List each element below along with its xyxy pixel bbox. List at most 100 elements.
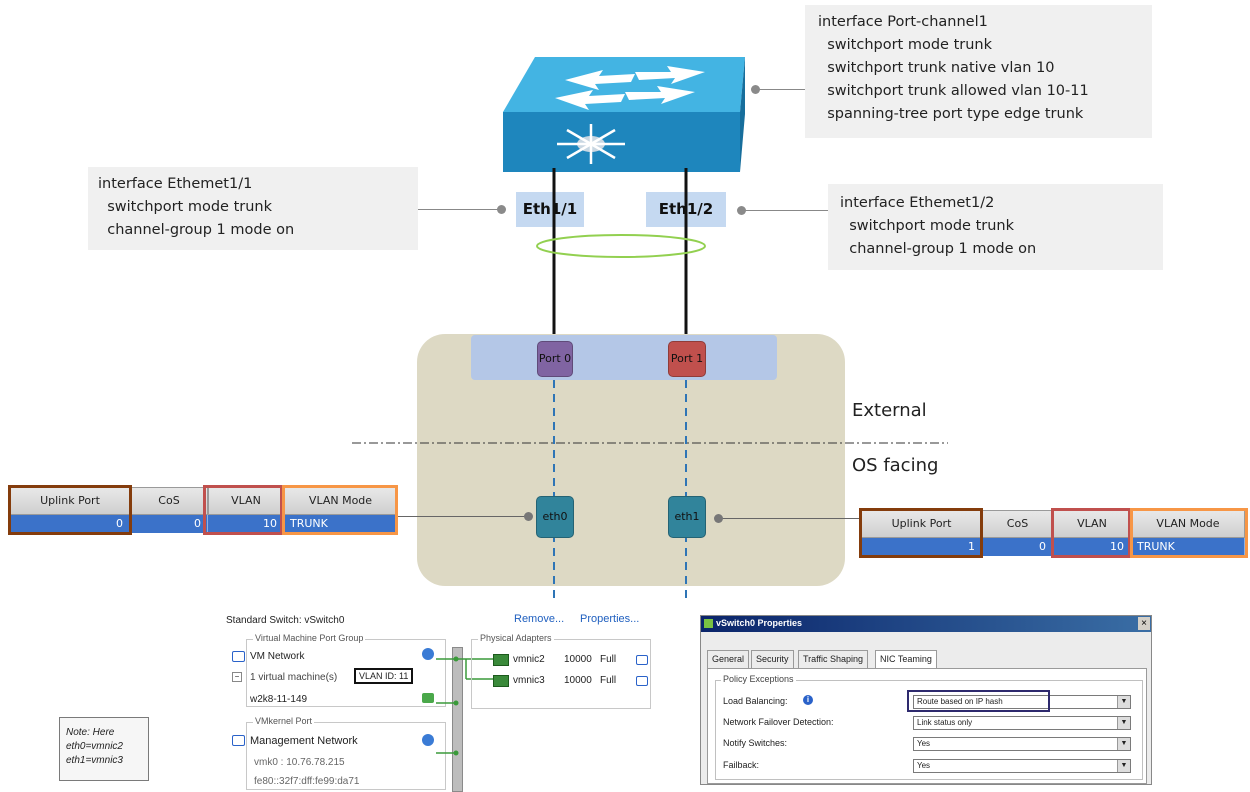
vm-port-group: Virtual Machine Port Group bbox=[246, 633, 446, 707]
vlan-highlight bbox=[1051, 508, 1131, 558]
cell-vlan: 10 bbox=[208, 515, 284, 533]
info-icon: i bbox=[803, 695, 813, 705]
expand-icon[interactable]: − bbox=[232, 672, 242, 682]
tab-general[interactable]: General bbox=[707, 650, 750, 668]
notify-switches-select[interactable]: Yes ▼ bbox=[913, 737, 1131, 751]
ucs-vnic-table-right: Uplink Port CoS VLAN VLAN Mode 1 0 10 TR… bbox=[859, 508, 1250, 566]
failback-label: Failback: bbox=[723, 760, 760, 770]
management-network-label: Management Network bbox=[250, 735, 358, 747]
col-header-cos: CoS bbox=[130, 487, 208, 515]
os-facing-label: OS facing bbox=[852, 455, 939, 476]
vm-icon bbox=[422, 693, 434, 703]
vm-count: 1 virtual machine(s) bbox=[250, 672, 338, 683]
remove-link[interactable]: Remove... bbox=[514, 613, 565, 625]
vlan-mode-highlight bbox=[282, 485, 398, 535]
nic-name: vmnic2 bbox=[513, 654, 545, 665]
uplink-highlight bbox=[8, 485, 132, 535]
nic-speed: 10000 bbox=[564, 675, 592, 686]
nic-duplex: Full bbox=[600, 654, 617, 665]
col-header-vlan-mode: VLAN Mode bbox=[284, 487, 397, 515]
nexus-switch-icon bbox=[503, 57, 745, 172]
nic-speed: 10000 bbox=[564, 654, 592, 665]
eth1-2-dot bbox=[737, 206, 746, 215]
cell-vlan-mode: TRUNK bbox=[1131, 538, 1245, 556]
load-balancing-label: Load Balancing: bbox=[723, 696, 788, 706]
ucs-vnic-table-left: Uplink Port CoS VLAN VLAN Mode 0 0 10 TR… bbox=[8, 485, 398, 543]
uplink-highlight bbox=[859, 508, 983, 558]
chevron-down-icon: ▼ bbox=[1117, 738, 1130, 750]
col-header-vlan-mode: VLAN Mode bbox=[1131, 510, 1245, 538]
nic-icon bbox=[493, 675, 509, 687]
vlan-mode-highlight bbox=[1130, 508, 1248, 558]
tab-traffic-shaping[interactable]: Traffic Shaping bbox=[798, 650, 869, 668]
eth1-1-dot bbox=[497, 205, 506, 214]
comment-icon[interactable] bbox=[636, 655, 648, 665]
failback-select[interactable]: Yes ▼ bbox=[913, 759, 1131, 773]
physical-adapters-group: Physical Adapters bbox=[471, 633, 651, 709]
eth1-1-leader bbox=[418, 209, 502, 210]
cell-vlan: 10 bbox=[1053, 538, 1131, 556]
comment-icon[interactable] bbox=[636, 676, 648, 686]
vmkernel-group-title: VMkernel Port bbox=[253, 716, 315, 726]
vswitch-properties-dialog: vSwitch0 Properties × General Security T… bbox=[700, 615, 1152, 785]
network-globe-icon bbox=[422, 734, 434, 746]
vlan-id-badge: VLAN ID: 11 bbox=[354, 668, 414, 684]
policy-exceptions-title: Policy Exceptions bbox=[721, 674, 796, 684]
chevron-down-icon: ▼ bbox=[1117, 717, 1130, 729]
failback-value: Yes bbox=[917, 761, 931, 770]
vic-port-1: Port 1 bbox=[668, 341, 706, 377]
tab-nic-teaming[interactable]: NIC Teaming bbox=[875, 650, 937, 669]
port-channel-dot bbox=[751, 85, 760, 94]
eth0-dot bbox=[524, 512, 533, 521]
col-header-cos: CoS bbox=[982, 510, 1053, 538]
failover-detection-select[interactable]: Link status only ▼ bbox=[913, 716, 1131, 730]
tab-security[interactable]: Security bbox=[751, 650, 794, 668]
external-label: External bbox=[852, 400, 927, 421]
chevron-down-icon: ▼ bbox=[1117, 760, 1130, 772]
vm-name: w2k8-11-149 bbox=[250, 694, 308, 705]
comment-icon[interactable] bbox=[232, 651, 245, 662]
col-header-vlan: VLAN bbox=[208, 487, 284, 515]
vlan-highlight bbox=[203, 485, 283, 535]
dialog-icon bbox=[704, 619, 713, 628]
cell-cos: 0 bbox=[982, 538, 1053, 556]
load-balancing-select[interactable]: Route based on IP hash ▼ bbox=[913, 695, 1131, 709]
nic-icon bbox=[493, 654, 509, 666]
port-channel-leader bbox=[758, 89, 805, 90]
nic-duplex: Full bbox=[600, 675, 617, 686]
vnic-eth0: eth0 bbox=[536, 496, 574, 538]
network-globe-icon bbox=[422, 648, 434, 660]
comment-icon[interactable] bbox=[232, 735, 245, 746]
vic-external-band bbox=[471, 335, 777, 380]
cell-cos: 0 bbox=[130, 515, 208, 533]
vic-port-0: Port 0 bbox=[537, 341, 573, 377]
failover-detection-label: Network Failover Detection: bbox=[723, 717, 834, 727]
vnic-eth1: eth1 bbox=[668, 496, 706, 538]
vmk-ip: vmk0 : 10.76.78.215 bbox=[254, 757, 345, 768]
chevron-down-icon: ▼ bbox=[1117, 696, 1130, 708]
eth0-leader bbox=[397, 516, 529, 517]
port-channel-config: interface Port-channel1 switchport mode … bbox=[805, 5, 1152, 138]
eth1-1-config: interface Ethemet1/1 switchport mode tru… bbox=[88, 167, 418, 250]
policy-exceptions-group bbox=[715, 680, 1143, 780]
note-box: Note: Here eth0=vmnic2 eth1=vmnic3 bbox=[59, 717, 149, 781]
dialog-titlebar bbox=[701, 616, 1151, 632]
eth1-2-config: interface Ethemet1/2 switchport mode tru… bbox=[828, 184, 1163, 270]
vm-network-label: VM Network bbox=[250, 651, 305, 662]
failover-detection-value: Link status only bbox=[917, 718, 973, 727]
dialog-close-button[interactable]: × bbox=[1138, 617, 1150, 630]
eth1-leader bbox=[718, 518, 861, 519]
properties-link[interactable]: Properties... bbox=[580, 613, 640, 625]
switch-port-eth1-1: Eth1/1 bbox=[516, 192, 584, 227]
notify-switches-label: Notify Switches: bbox=[723, 738, 788, 748]
vmk-ipv6: fe80::32f7:dff:fe99:da71 bbox=[254, 776, 360, 787]
eth1-2-leader bbox=[742, 210, 828, 211]
notify-switches-value: Yes bbox=[917, 739, 931, 748]
vswitch-panel: Standard Switch: vSwitch0 Remove... Prop… bbox=[226, 611, 654, 792]
eth1-dot bbox=[714, 514, 723, 523]
nic-name: vmnic3 bbox=[513, 675, 545, 686]
physical-adapters-title: Physical Adapters bbox=[478, 633, 554, 643]
vswitch-title: Standard Switch: vSwitch0 bbox=[226, 615, 345, 626]
